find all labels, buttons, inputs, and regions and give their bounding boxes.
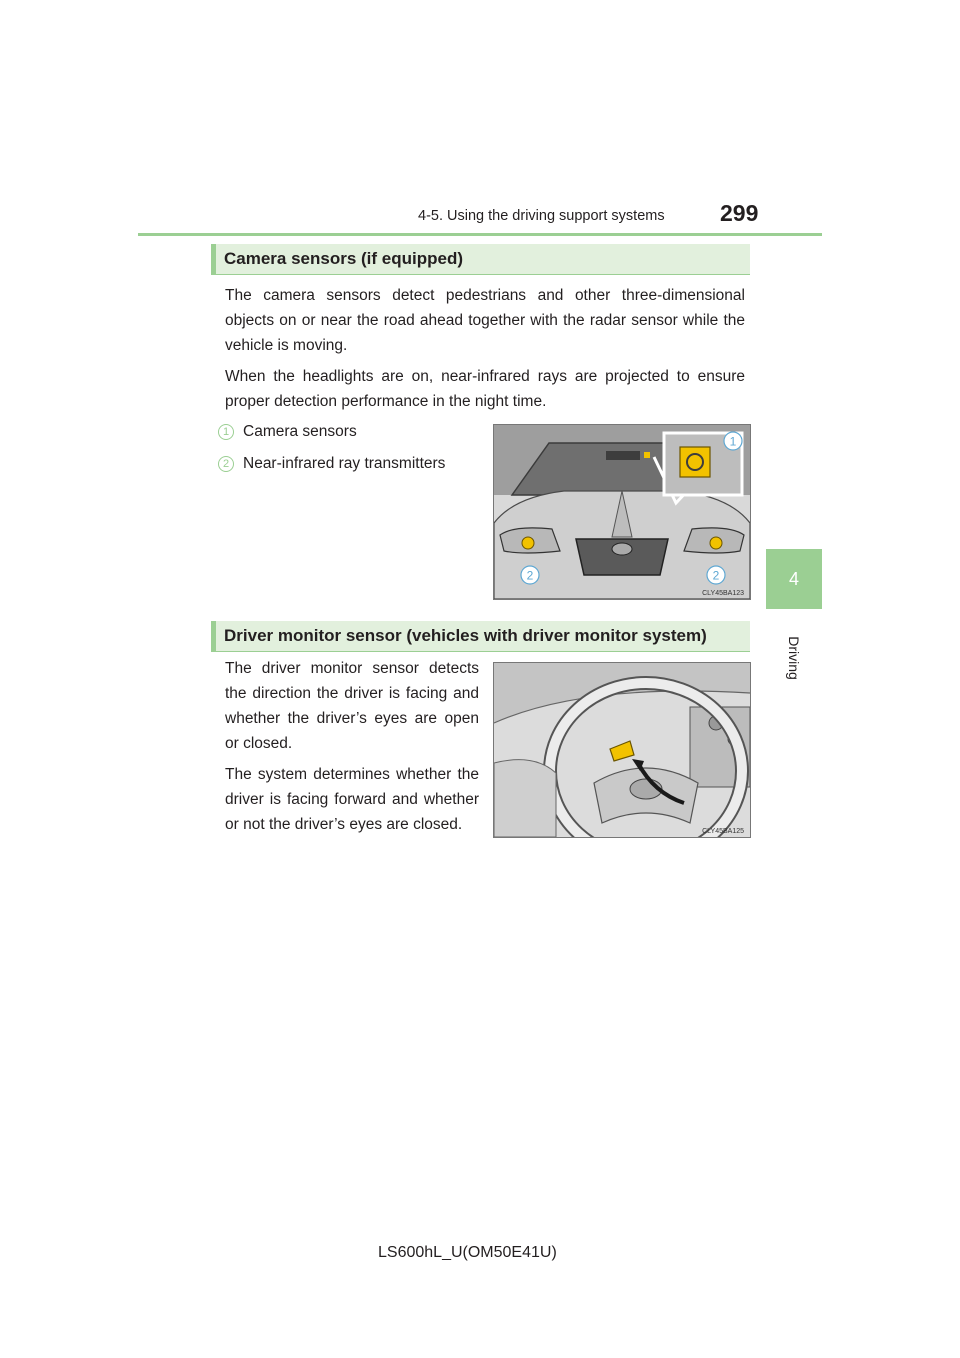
figure-code: CLY45BA123 bbox=[702, 590, 744, 597]
section-heading-driver-monitor: Driver monitor sensor (vehicles with dri… bbox=[211, 621, 750, 652]
figure-car-front: 1 2 2 CLY45BA123 bbox=[493, 424, 751, 600]
list-item-camera-sensors: 1 Camera sensors bbox=[218, 423, 357, 441]
running-header-title: 4-5. Using the driving support systems bbox=[418, 208, 665, 224]
chapter-number: 4 bbox=[788, 568, 799, 589]
figure-callout-2-right: 2 bbox=[713, 569, 720, 583]
figure-callout-1: 1 bbox=[730, 435, 737, 449]
section-heading-driver-monitor-text: Driver monitor sensor (vehicles with dri… bbox=[224, 626, 707, 645]
figure-callout-2-left: 2 bbox=[527, 569, 534, 583]
list-item-label: Camera sensors bbox=[243, 423, 357, 440]
page-number: 299 bbox=[720, 200, 759, 226]
camera-paragraph-1: The camera sensors detect pedestrians an… bbox=[225, 287, 745, 354]
header-rule bbox=[138, 233, 822, 236]
figure-steering-wheel: CLY45BA125 bbox=[493, 662, 751, 838]
callout-number: 1 bbox=[218, 424, 234, 440]
section-heading-camera: Camera sensors (if equipped) bbox=[211, 244, 750, 275]
section-heading-camera-text: Camera sensors (if equipped) bbox=[224, 249, 464, 268]
camera-paragraph-2: When the headlights are on, near-infrare… bbox=[225, 368, 745, 410]
driver-monitor-paragraph-2: The system determines whether the driver… bbox=[225, 766, 479, 833]
chapter-label-text: Driving bbox=[785, 636, 802, 680]
car-front-illustration: 1 2 2 CLY45BA123 bbox=[494, 425, 750, 599]
driver-monitor-paragraph-1: The driver monitor sensor detects the di… bbox=[225, 660, 479, 752]
chapter-tab: 4 bbox=[766, 549, 822, 609]
figure-code: CLY45BA125 bbox=[702, 828, 744, 835]
list-item-label: Near-infrared ray transmitters bbox=[243, 455, 446, 472]
footer-model-code: LS600hL_U(OM50E41U) bbox=[378, 1244, 557, 1261]
list-item-infrared-transmitters: 2 Near-infrared ray transmitters bbox=[218, 455, 445, 473]
chapter-label: Driving bbox=[770, 628, 818, 688]
callout-number: 2 bbox=[218, 456, 234, 472]
steering-wheel-illustration: CLY45BA125 bbox=[494, 663, 750, 837]
